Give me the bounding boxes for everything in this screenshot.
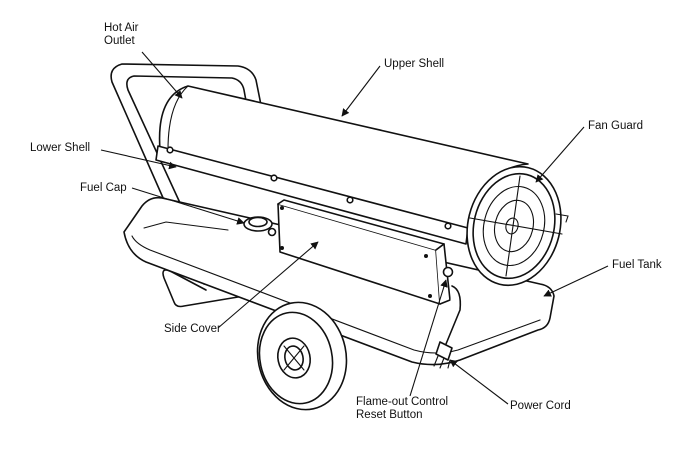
leader-fuel-tank xyxy=(543,265,609,297)
leader-upper-shell xyxy=(341,65,381,117)
leader-fan-guard xyxy=(535,126,585,183)
leader-power-cord xyxy=(449,359,509,405)
label-upper-shell: Upper Shell xyxy=(384,58,445,70)
lower-shell xyxy=(155,145,469,245)
fan-guard xyxy=(466,165,569,287)
leader-lower-shell xyxy=(100,149,177,170)
label-power-cord: Power Cord xyxy=(510,400,571,412)
leader-hot-air-outlet xyxy=(141,51,183,99)
leader-lines xyxy=(100,51,609,405)
label-hot-air-outlet: Hot Air Outlet xyxy=(104,22,139,47)
label-fuel-tank: Fuel Tank xyxy=(612,259,662,271)
label-fuel-cap: Fuel Cap xyxy=(80,182,127,194)
wheel xyxy=(256,301,348,411)
leader-fuel-cap xyxy=(131,187,245,225)
label-fan-guard: Fan Guard xyxy=(588,120,643,132)
label-side-cover: Side Cover xyxy=(164,323,221,335)
leader-flame-out xyxy=(409,279,448,397)
power-cord xyxy=(433,266,462,369)
leader-side-cover xyxy=(217,241,319,329)
label-lower-shell: Lower Shell xyxy=(30,142,91,154)
label-flame-out-control: Flame-out Control Reset Button xyxy=(356,396,449,421)
fuel-cap xyxy=(243,216,277,237)
